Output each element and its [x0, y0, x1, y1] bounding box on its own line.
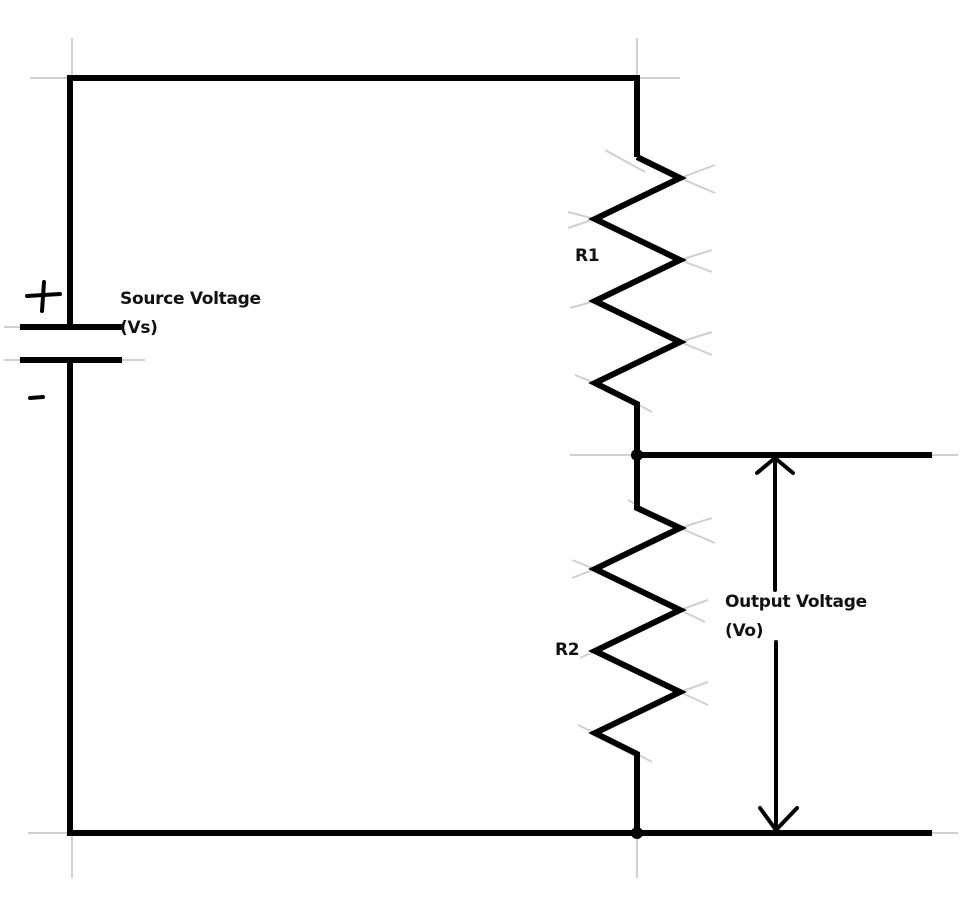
guide-line: [679, 341, 713, 356]
circuit-wires: [20, 75, 932, 836]
source-voltage-label-line1: Source Voltage: [120, 289, 261, 309]
guide-line: [679, 517, 713, 529]
junction-dot-bottom: [631, 827, 643, 839]
top-wire: [67, 75, 640, 327]
guide-lines: [4, 38, 958, 878]
source-voltage-label-line2: (Vs): [120, 318, 158, 338]
guide-line: [679, 691, 709, 706]
guide-line: [567, 218, 596, 229]
guide-line: [679, 599, 709, 611]
output-voltage-label: Output Voltage (Vo): [725, 588, 867, 646]
guide-line: [679, 177, 716, 194]
polarity-marks: [25, 280, 62, 400]
guide-line: [604, 149, 646, 173]
resistor-r2-label: R2: [555, 640, 580, 660]
bottom-wire: [67, 360, 932, 836]
minus-icon: [28, 395, 45, 400]
guide-line: [571, 559, 596, 570]
plus-icon-vertical: [40, 280, 46, 313]
guide-line: [679, 609, 706, 623]
arrow-head-up: [755, 455, 795, 475]
arrow-head-down: [758, 806, 799, 834]
guide-line: [567, 211, 596, 220]
resistor-r1-label: R1: [575, 246, 600, 266]
output-voltage-arrow: [755, 455, 799, 834]
guide-line: [679, 164, 716, 179]
output-voltage-label-line1: Output Voltage: [725, 592, 867, 612]
guide-line: [679, 331, 713, 343]
guide-line: [679, 249, 713, 261]
source-voltage-label: Source Voltage (Vs): [120, 285, 261, 343]
output-voltage-label-line2: (Vo): [725, 621, 764, 641]
guide-line: [679, 527, 716, 544]
guide-line: [679, 259, 713, 273]
resistor-r2-zigzag: [588, 455, 688, 833]
guide-line: [679, 681, 709, 693]
guide-line: [571, 568, 596, 579]
junction-dot-middle: [631, 449, 643, 461]
resistor-r1-zigzag: [588, 154, 687, 455]
